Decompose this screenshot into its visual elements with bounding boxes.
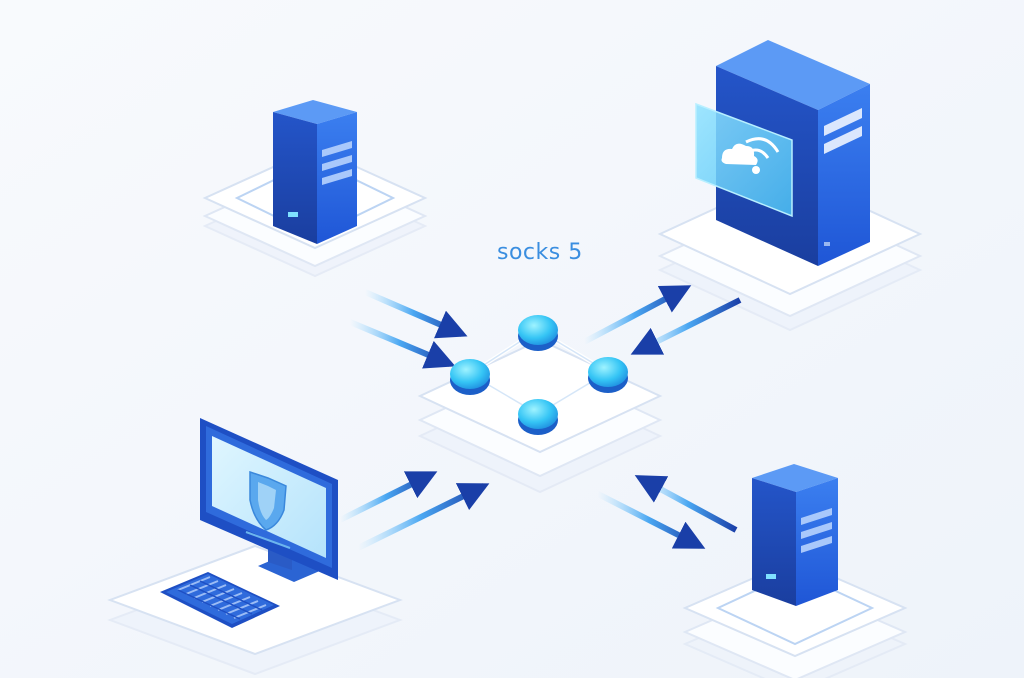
proxy-hub (450, 315, 628, 435)
platform-bottom-right (682, 558, 908, 678)
server-top-right (695, 40, 870, 266)
cloud-wifi-icon (695, 102, 793, 218)
server-top-left (273, 100, 357, 244)
arrow-hub-to-bottom-right (596, 491, 706, 549)
arrow-bottom-right-to-hub (634, 475, 738, 533)
server-icon (288, 141, 352, 217)
arrow-top-left-to-hub-1 (363, 289, 468, 339)
arrow-computer-to-hub-1 (338, 471, 438, 523)
arrow-top-right-to-hub (630, 297, 742, 355)
server-bottom-right (752, 464, 838, 606)
arrow-hub-to-top-right (582, 285, 692, 345)
protocol-label: socks 5 (497, 240, 583, 265)
connection-arrows (338, 285, 742, 551)
network-nodes-icon (450, 315, 628, 435)
arrow-computer-to-hub-2 (356, 483, 490, 551)
shield-icon (245, 470, 291, 549)
keyboard-icon (160, 572, 280, 628)
computer-bottom-left (160, 418, 338, 628)
server-icon (766, 508, 832, 579)
arrow-top-left-to-hub-2 (348, 319, 456, 369)
